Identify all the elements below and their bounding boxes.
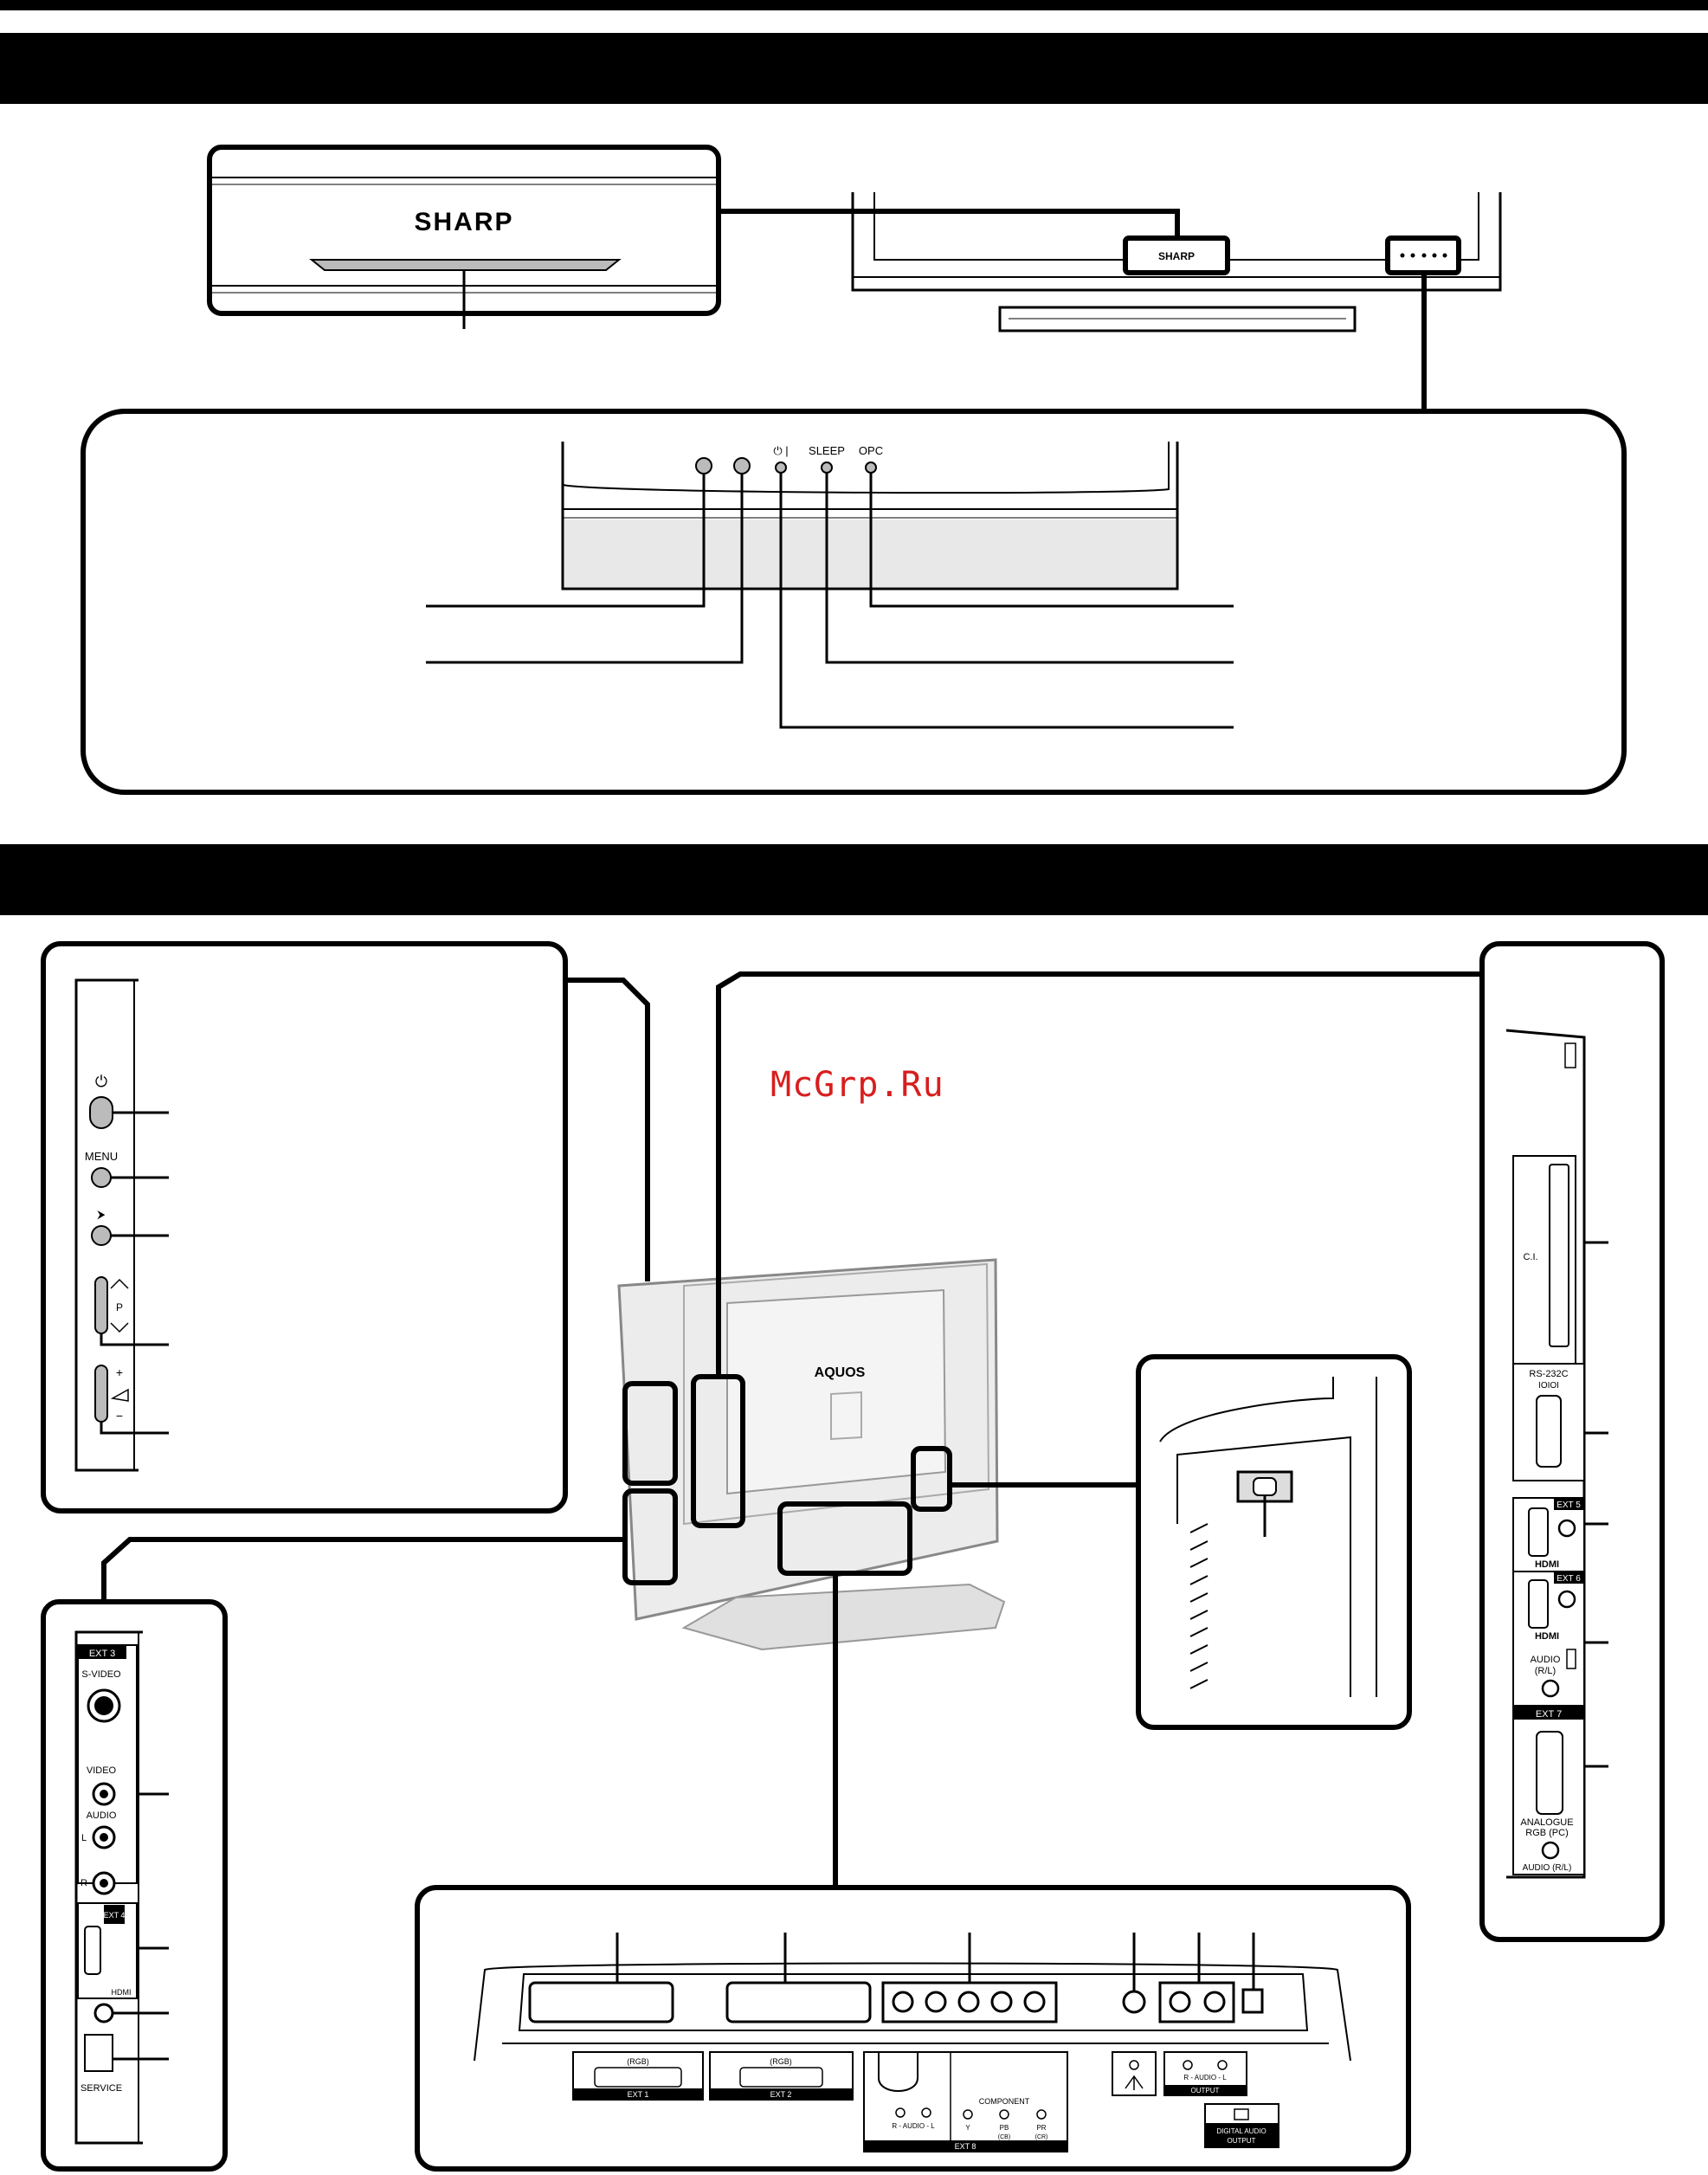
component-pr-label: PR — [1036, 2124, 1046, 2132]
scart-1-connector — [528, 1981, 674, 2023]
sensor-1 — [695, 457, 712, 474]
component-cb-label: (CB) — [998, 2134, 1010, 2140]
input-button[interactable] — [91, 1225, 112, 1246]
hdmi-ext6-logo: HDMI — [1535, 1631, 1559, 1642]
antenna-input — [1122, 1990, 1146, 2014]
tv-rear-view: AQUOS — [617, 1258, 1006, 1651]
ci-slot — [1549, 1164, 1569, 1347]
section-header-bar-rear — [0, 844, 1708, 915]
input-symbol: ⮞ — [97, 1208, 106, 1221]
ac-inlet-closeup — [1136, 1354, 1412, 1730]
analogue-label: ANALOGUE — [1520, 1817, 1573, 1828]
ext2-rgb-label: (RGB) — [770, 2057, 792, 2066]
ci-label: C.I. — [1523, 1252, 1537, 1262]
volume-minus-label: − — [116, 1409, 123, 1423]
audio-rl-sub-label: (R/L) — [1535, 1666, 1556, 1676]
section-header-bar-front — [0, 33, 1708, 104]
logo-closeup: SHARP — [207, 145, 721, 329]
digital-output-label: OUTPUT — [1228, 2137, 1256, 2145]
headphone-jack — [93, 2003, 114, 2023]
rs232c-label: RS-232C — [1529, 1369, 1568, 1379]
digital-audio-label: DIGITAL AUDIO — [1216, 2127, 1266, 2135]
power-indicator-label: ⏻ | — [773, 444, 788, 457]
sleep-indicator-label: SLEEP — [809, 444, 845, 457]
menu-button[interactable] — [91, 1167, 112, 1188]
side-controls-closeup: ⏻ MENU ⮞ P + − — [41, 941, 568, 1513]
rgb-pc-label: RGB (PC) — [1525, 1828, 1569, 1838]
analogue-rgb-port — [1536, 1731, 1563, 1815]
ext8-label: EXT 8 — [955, 2142, 976, 2151]
power-button-symbol: ⏻ — [95, 1073, 107, 1090]
ext2-label: EXT 2 — [770, 2090, 792, 2099]
ext5-label: EXT 5 — [1557, 1501, 1581, 1510]
power-indicator — [775, 461, 787, 474]
audio-r-label: R — [81, 1878, 87, 1888]
component-label: COMPONENT — [979, 2097, 1030, 2106]
component-cr-label: (CR) — [1035, 2134, 1048, 2140]
light-sensor — [309, 259, 622, 271]
brand-logo: SHARP — [414, 208, 513, 236]
brand-logo-small: SHARP — [1158, 250, 1195, 262]
program-label: P — [116, 1301, 123, 1313]
top-rule — [0, 0, 1708, 10]
opc-indicator-label: OPC — [859, 444, 883, 457]
volume-button[interactable] — [94, 1365, 108, 1423]
opc-indicator — [865, 461, 877, 474]
scart-2-connector — [725, 1981, 872, 2023]
left-terminals-closeup: EXT 3 S-VIDEO VIDEO AUDIO L R EXT 4 HDMI… — [41, 1599, 228, 2172]
volume-plus-label: + — [116, 1365, 123, 1379]
hdmi-ext5-port — [1528, 1507, 1549, 1557]
bottom-terminals-closeup: (RGB) EXT 1 (RGB) EXT 2 R - AUDIO - L CO… — [415, 1885, 1411, 2172]
service-port — [84, 2034, 113, 2072]
output-audio-label: R - AUDIO - L — [1183, 2074, 1227, 2081]
pc-audio-jack — [1541, 1841, 1560, 1860]
hdmi-ext5-logo: HDMI — [1535, 1559, 1559, 1570]
power-button[interactable] — [89, 1096, 113, 1129]
right-terminals-closeup: C.I. RS-232C IOIOI EXT 5 HDMI EXT 6 HDMI… — [1479, 941, 1665, 1942]
hdmi-ext6-port — [1528, 1579, 1549, 1629]
audio-rl-jack — [1541, 1679, 1560, 1698]
digital-audio-output — [1241, 1988, 1264, 2014]
program-button[interactable] — [94, 1276, 108, 1334]
ext3-label: EXT 3 — [89, 1649, 115, 1659]
ext8-audio-label: R - AUDIO - L — [892, 2122, 935, 2130]
audio-rl-label: AUDIO — [1531, 1655, 1561, 1665]
indicator-closeup: ⏻ | SLEEP OPC — [81, 409, 1627, 795]
service-label: SERVICE — [81, 2083, 122, 2094]
watermark: McGrp.Ru — [770, 1065, 944, 1105]
rear-model-label: AQUOS — [815, 1365, 866, 1380]
hdmi-ext4-label: HDMI — [112, 1988, 132, 1997]
audio-l-label: L — [81, 1833, 87, 1843]
tv-front-view: SHARP — [851, 192, 1502, 411]
ext1-label: EXT 1 — [628, 2090, 649, 2099]
component-pb-label: PB — [1000, 2124, 1009, 2132]
ext6-label: EXT 6 — [1557, 1574, 1581, 1584]
svideo-label: S-VIDEO — [81, 1669, 121, 1680]
ext4-label: EXT 4 — [104, 1911, 126, 1920]
sleep-indicator — [821, 461, 833, 474]
rs232c-sub-label: IOIOI — [1538, 1381, 1559, 1391]
hdmi-ext4-port — [84, 1926, 101, 1975]
video-label: VIDEO — [87, 1765, 117, 1776]
ext1-rgb-label: (RGB) — [627, 2057, 649, 2066]
menu-label: MENU — [85, 1150, 118, 1163]
sensor-2 — [733, 457, 751, 474]
pc-audio-label: AUDIO (R/L) — [1523, 1863, 1572, 1873]
ext7-label: EXT 7 — [1536, 1709, 1562, 1720]
audio-label: AUDIO — [87, 1810, 117, 1821]
output-label: OUTPUT — [1191, 2087, 1220, 2094]
rs232c-port — [1536, 1395, 1562, 1468]
component-y-label: Y — [965, 2124, 970, 2132]
